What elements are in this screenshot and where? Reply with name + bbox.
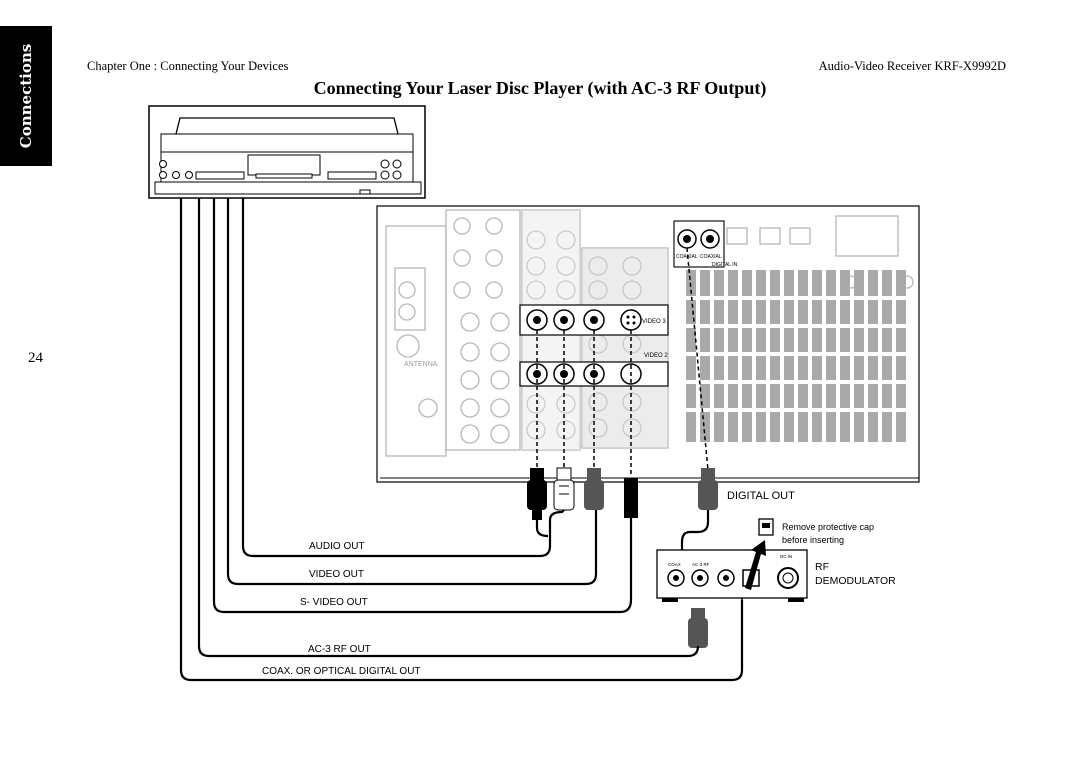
coaxial-1-label: COAXIAL bbox=[676, 254, 698, 260]
s-video-out-label: S- VIDEO OUT bbox=[300, 597, 368, 608]
running-header-chapter: Chapter One : Connecting Your Devices bbox=[87, 59, 289, 73]
demodulator-label: DEMODULATOR bbox=[815, 575, 896, 587]
digital-in-label: DIGITAL IN bbox=[712, 262, 738, 268]
rf-demodulator: COAX AC-3 RF DC IN bbox=[656, 549, 808, 602]
rca-plugs bbox=[527, 467, 718, 648]
antenna-label: ANTENNA bbox=[404, 361, 438, 368]
video2-label: VIDEO 2 bbox=[644, 353, 668, 359]
page-number: 24 bbox=[28, 350, 43, 366]
receiver-rear-panel: ANTENNA VI bbox=[376, 205, 920, 483]
audio-out-label: AUDIO OUT bbox=[309, 541, 365, 552]
ac3-rf-out-label: AC-3 RF OUT bbox=[308, 644, 371, 655]
section-tab: Connections bbox=[0, 26, 52, 166]
page-title: Connecting Your Laser Disc Player (with … bbox=[313, 78, 767, 98]
coax-optical-out-label: COAX. OR OPTICAL DIGITAL OUT bbox=[262, 666, 421, 677]
cables-solid bbox=[179, 198, 744, 682]
rf-label: RF bbox=[815, 561, 829, 573]
running-header-model: Audio-Video Receiver KRF-X9992D bbox=[818, 59, 1006, 73]
remove-cap-note-line2: before inserting bbox=[782, 535, 844, 545]
demod-coax-label: COAX bbox=[668, 562, 681, 567]
video3-label: VIDEO 3 bbox=[642, 319, 666, 325]
remove-cap-note-line1: Remove protective cap bbox=[782, 522, 874, 532]
video3-inputs: VIDEO 3 bbox=[519, 304, 669, 336]
demod-dcin-label: DC IN bbox=[780, 554, 792, 559]
coaxial-2-label: COAXIAL bbox=[700, 254, 722, 260]
digital-out-label: DIGITAL OUT bbox=[727, 490, 795, 502]
video-out-label: VIDEO OUT bbox=[309, 569, 364, 580]
laser-disc-player bbox=[148, 105, 426, 199]
digital-inputs: COAXIAL COAXIAL DIGITAL IN bbox=[673, 220, 738, 268]
protective-cap-icon bbox=[745, 518, 774, 590]
video2-inputs: VIDEO 2 bbox=[519, 353, 669, 387]
cable-routing-dashed bbox=[536, 247, 709, 476]
demod-ac3rf-label: AC-3 RF bbox=[692, 562, 710, 567]
